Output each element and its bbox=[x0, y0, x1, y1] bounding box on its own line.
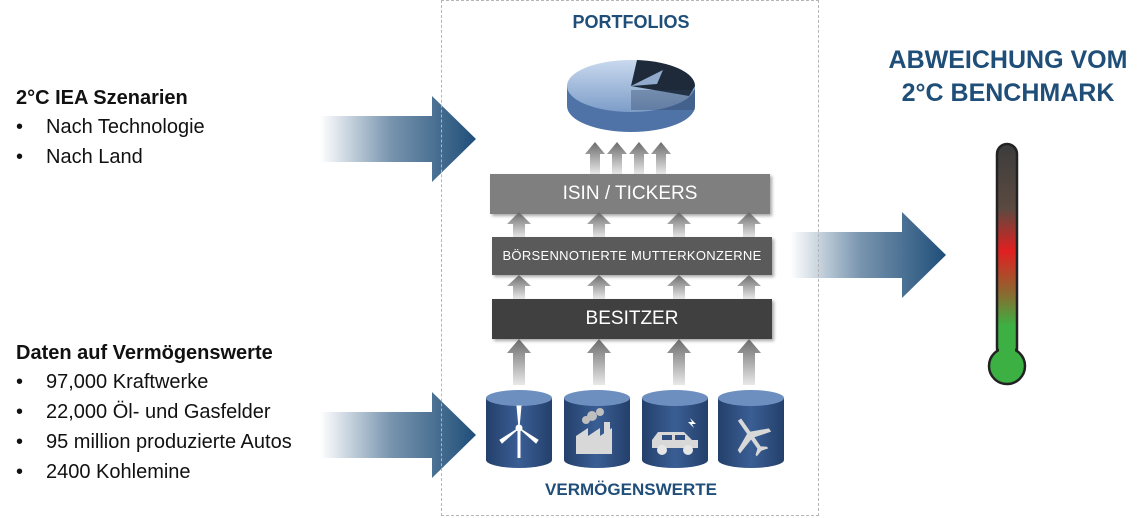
arrows-to-parent bbox=[507, 275, 761, 299]
list-item: 97,000 Kraftwerke bbox=[16, 367, 292, 397]
benchmark-title-line1: ABWEICHUNG VOM bbox=[888, 46, 1128, 74]
asset-data-arrow-icon bbox=[320, 392, 476, 478]
listed-parent-companies-bar: BÖRSENNOTIERTE MUTTERKONZERNE bbox=[492, 237, 772, 275]
arrows-to-isin bbox=[507, 212, 761, 238]
owner-bar: BESITZER bbox=[492, 299, 772, 339]
airplane-icon bbox=[737, 418, 772, 457]
benchmark-title-line2: 2°C BENCHMARK bbox=[901, 79, 1115, 107]
iea-scenarios-block: 2°C IEA Szenarien Nach Technologie Nach … bbox=[16, 84, 205, 172]
wind-turbine-icon bbox=[499, 405, 539, 458]
list-item: Nach Technologie bbox=[16, 112, 205, 142]
electric-car-icon bbox=[652, 418, 698, 455]
list-item: 95 million produzierte Autos bbox=[16, 427, 292, 457]
asset-can-airplane bbox=[718, 390, 784, 468]
benchmark-title: ABWEICHUNG VOM 2°C BENCHMARK bbox=[878, 44, 1138, 110]
asset-can-wind bbox=[486, 390, 552, 468]
benchmark-arrow-icon bbox=[790, 212, 946, 298]
factory-icon bbox=[576, 408, 612, 454]
iea-scenarios-title: 2°C IEA Szenarien bbox=[16, 87, 188, 109]
asset-can-car bbox=[642, 390, 708, 468]
assets-title: VERMÖGENSWERTE bbox=[545, 480, 717, 499]
asset-data-list: 97,000 Kraftwerke 22,000 Öl- und Gasfeld… bbox=[16, 367, 292, 487]
arrows-to-portfolios bbox=[585, 142, 671, 174]
thermometer-icon bbox=[987, 142, 1027, 386]
asset-data-block: Daten auf Vermögenswerte 97,000 Kraftwer… bbox=[16, 339, 292, 487]
asset-can-factory bbox=[564, 390, 630, 468]
asset-data-title: Daten auf Vermögenswerte bbox=[16, 342, 273, 364]
portfolios-title: PORTFOLIOS bbox=[572, 12, 690, 32]
arrows-to-owner bbox=[507, 339, 761, 385]
process-frame bbox=[441, 0, 819, 516]
iea-scenarios-list: Nach Technologie Nach Land bbox=[16, 112, 205, 172]
scenario-arrow-icon bbox=[320, 96, 476, 182]
pie-chart-icon bbox=[567, 60, 696, 132]
list-item: 22,000 Öl- und Gasfelder bbox=[16, 397, 292, 427]
isin-tickers-bar: ISIN / TICKERS bbox=[490, 174, 770, 214]
list-item: Nach Land bbox=[16, 142, 205, 172]
list-item: 2400 Kohlemine bbox=[16, 457, 292, 487]
